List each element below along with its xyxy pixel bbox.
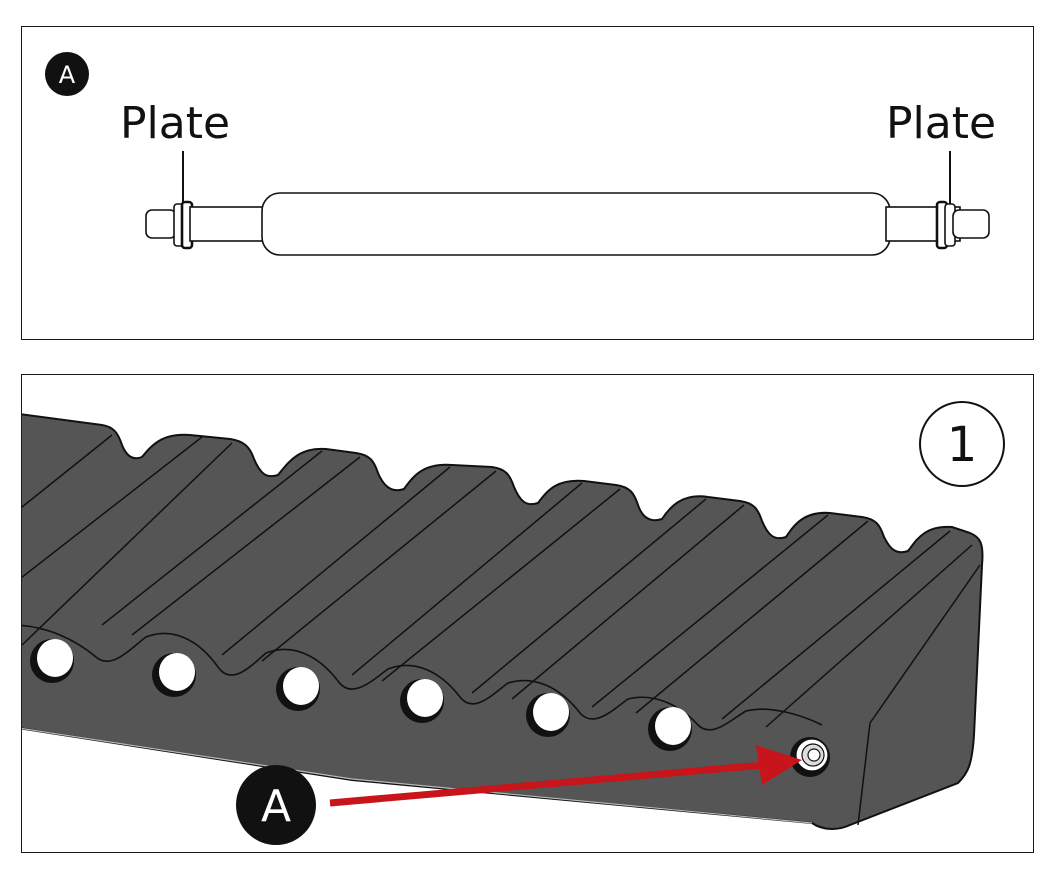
belt-illustration: A 1 xyxy=(22,401,1005,845)
belt-holes xyxy=(30,639,692,751)
timing-belt-shape xyxy=(22,413,984,830)
axle-end-icon xyxy=(790,737,830,777)
callout-badge-a-icon: A xyxy=(236,765,316,845)
axle-illustration: A Plate Plate xyxy=(45,52,996,256)
callout-badge-label: A xyxy=(261,781,291,832)
step-marker-icon: 1 xyxy=(919,401,1005,487)
badge-a-icon: A xyxy=(45,52,89,96)
badge-a-label: A xyxy=(59,61,76,89)
right-plate-label: Plate xyxy=(886,98,996,149)
step-number: 1 xyxy=(947,417,978,473)
axle-rod xyxy=(145,192,990,256)
panel-a-axle-diagram: A Plate Plate xyxy=(21,26,1034,340)
left-plate-label: Plate xyxy=(120,98,230,149)
belt-tooth-edges xyxy=(22,434,981,826)
panel-1-belt-diagram: A 1 xyxy=(21,374,1034,853)
belt-bottom-edge xyxy=(22,727,813,824)
arrow-right-icon xyxy=(329,745,802,807)
